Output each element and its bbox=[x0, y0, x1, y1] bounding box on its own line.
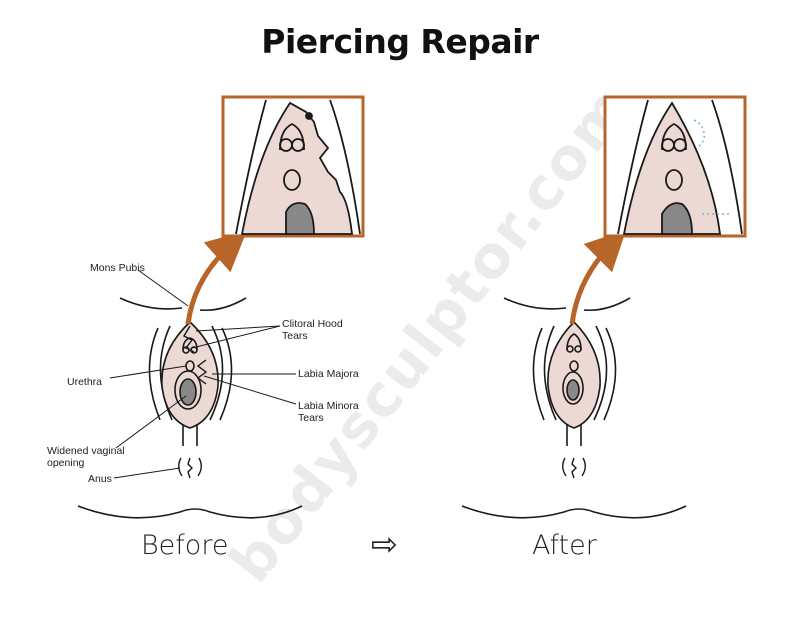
before-anus bbox=[178, 457, 202, 479]
after-anus bbox=[562, 457, 586, 479]
before-zoom-clitoris bbox=[279, 122, 305, 151]
label-mons-pubis: Mons Pubis bbox=[90, 262, 145, 274]
before-labia-majora-left-outer bbox=[148, 327, 161, 421]
before-labia-minora-tear bbox=[196, 359, 208, 385]
before-right-thigh-curve bbox=[199, 297, 247, 312]
leader-anus bbox=[113, 467, 181, 479]
before-zoom-box bbox=[221, 95, 365, 238]
after-vaginal-opening bbox=[566, 379, 580, 401]
leader-vaginal-opening bbox=[115, 395, 187, 449]
leader-mons-pubis bbox=[137, 269, 189, 307]
label-urethra: Urethra bbox=[67, 376, 103, 388]
transition-arrow-icon: ⇨ bbox=[371, 525, 398, 563]
before-zoom-skin bbox=[240, 101, 354, 235]
after-labia-majora-right-inner bbox=[593, 325, 608, 421]
label-anus: Anus bbox=[88, 473, 112, 485]
before-labia-majora-right-inner bbox=[209, 325, 224, 421]
after-labia-majora-left-outer bbox=[532, 327, 545, 421]
before-left-thigh-curve bbox=[119, 297, 183, 310]
caption-before: Before bbox=[141, 530, 229, 561]
page-title: Piercing Repair bbox=[261, 22, 539, 61]
leader-clitoral-hood-a bbox=[195, 325, 281, 332]
leader-urethra bbox=[109, 365, 187, 379]
after-anatomy bbox=[461, 297, 687, 519]
after-right-thigh-curve bbox=[583, 297, 631, 312]
label-clitoral-hood-tears: Clitoral Hood Tears bbox=[282, 318, 343, 342]
before-clitoris bbox=[182, 337, 198, 351]
before-vaginal-opening bbox=[179, 378, 197, 406]
before-vaginal-opening-outer bbox=[174, 370, 202, 410]
leader-clitoral-hood-b bbox=[191, 325, 281, 349]
leader-labia-minora bbox=[203, 375, 297, 405]
caption-after: After bbox=[532, 530, 597, 561]
before-buttock-curve bbox=[77, 505, 303, 519]
after-urethra bbox=[569, 360, 579, 372]
after-left-thigh-curve bbox=[503, 297, 567, 310]
before-labia-majora-right-outer bbox=[219, 327, 233, 421]
after-zoom-clitoris bbox=[661, 122, 687, 151]
after-zoom-box bbox=[603, 95, 747, 238]
before-anatomy bbox=[77, 297, 303, 519]
after-buttock-curve bbox=[461, 505, 687, 519]
after-zoom-arrow bbox=[569, 229, 627, 325]
label-labia-majora: Labia Majora bbox=[298, 368, 359, 380]
label-labia-minora-tears: Labia Minora Tears bbox=[298, 400, 359, 424]
after-labia-body bbox=[547, 320, 601, 429]
after-vaginal-opening-outer bbox=[562, 371, 584, 405]
after-labia-majora-right-outer bbox=[603, 327, 617, 421]
leader-lines bbox=[109, 269, 297, 479]
after-clitoris bbox=[566, 333, 582, 351]
before-labia-body bbox=[161, 320, 219, 429]
after-labia-majora-left-inner bbox=[543, 325, 557, 421]
before-zoom-arrow bbox=[185, 230, 247, 325]
before-labia-majora-left-inner bbox=[159, 325, 173, 421]
label-widened-vaginal-opening: Widened vaginal opening bbox=[47, 445, 125, 469]
